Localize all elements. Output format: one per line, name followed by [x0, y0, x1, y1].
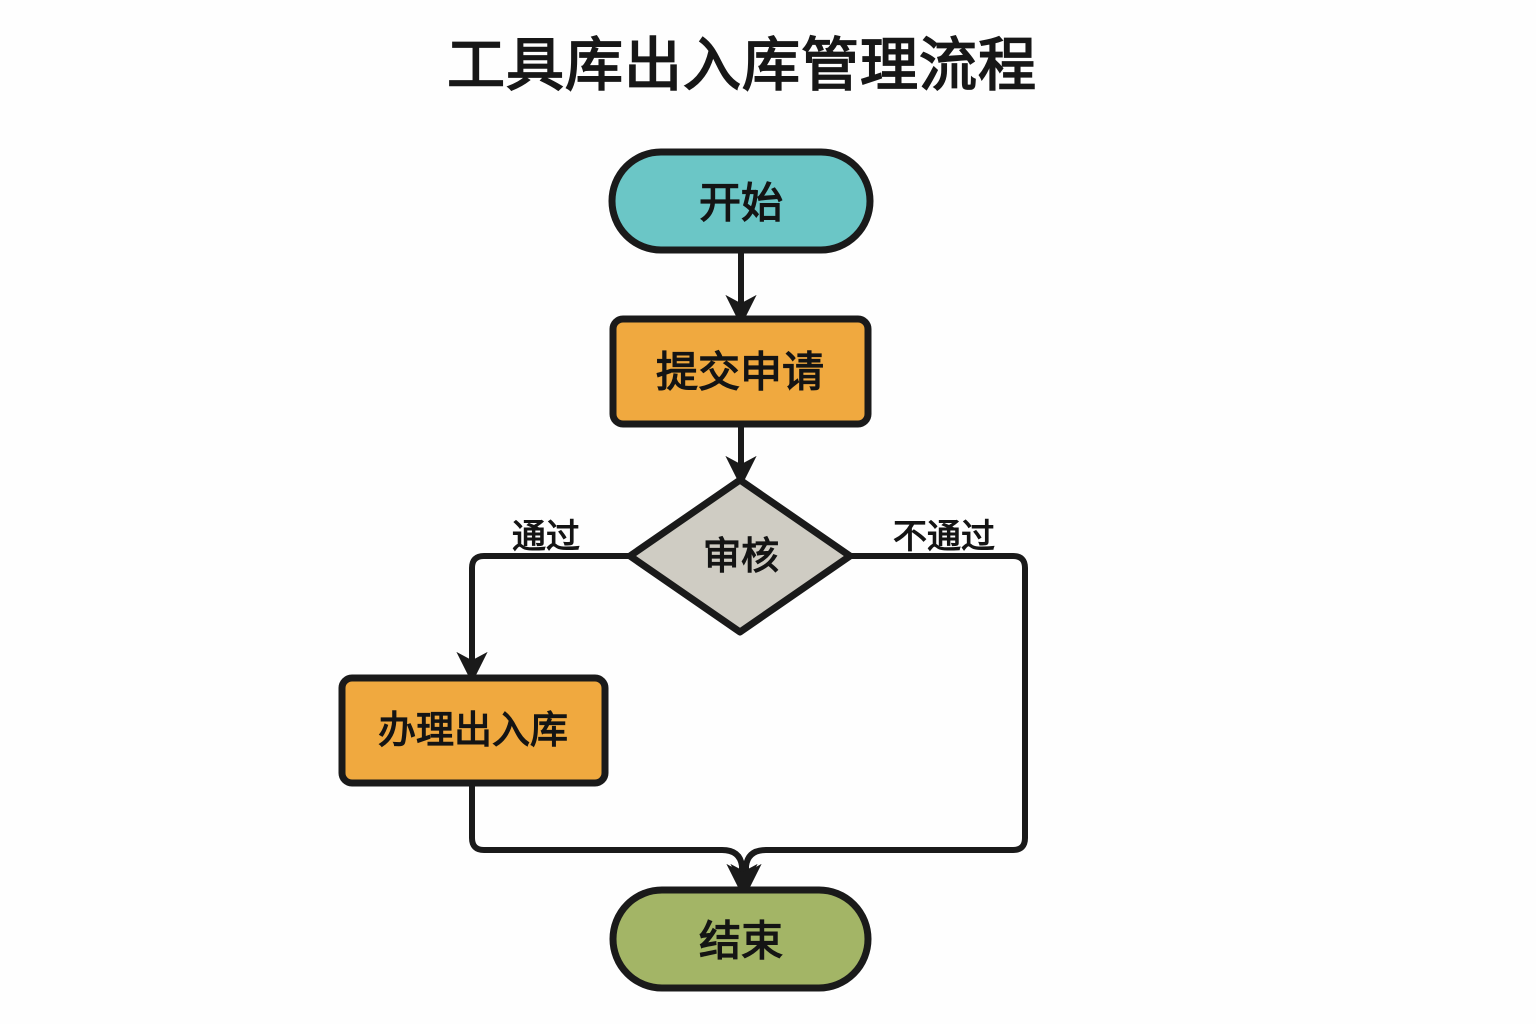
node-handle-label: 办理出入库 [378, 710, 568, 752]
node-review-shape[interactable] [626, 476, 854, 636]
node-handle[interactable]: 办理出入库 [338, 674, 609, 787]
edge-review-to-handle [456, 553, 630, 684]
edge-review-to-end-fail [730, 553, 1028, 896]
node-submit[interactable]: 提交申请 [609, 315, 872, 428]
edge-label-pass: 通过 [512, 518, 580, 556]
node-start-shape[interactable] [608, 148, 874, 254]
page-title: 工具库出入库管理流程 [0, 34, 1536, 98]
node-end-shape[interactable] [609, 886, 872, 992]
node-submit-shape[interactable] [609, 315, 872, 428]
node-handle-shape[interactable] [338, 674, 609, 787]
node-review[interactable]: 审核 [626, 476, 854, 636]
edge-label-fail: 不通过 [893, 518, 995, 556]
page-title-text: 工具库出入库管理流程 [446, 33, 1037, 98]
edge-handle-to-end [469, 783, 758, 896]
node-review-label: 审核 [703, 536, 779, 578]
node-start-label: 开始 [699, 180, 783, 227]
node-end[interactable]: 结束 [609, 886, 872, 992]
node-submit-label: 提交申请 [656, 349, 824, 396]
node-start[interactable]: 开始 [608, 148, 874, 254]
node-end-label: 结束 [699, 918, 783, 965]
